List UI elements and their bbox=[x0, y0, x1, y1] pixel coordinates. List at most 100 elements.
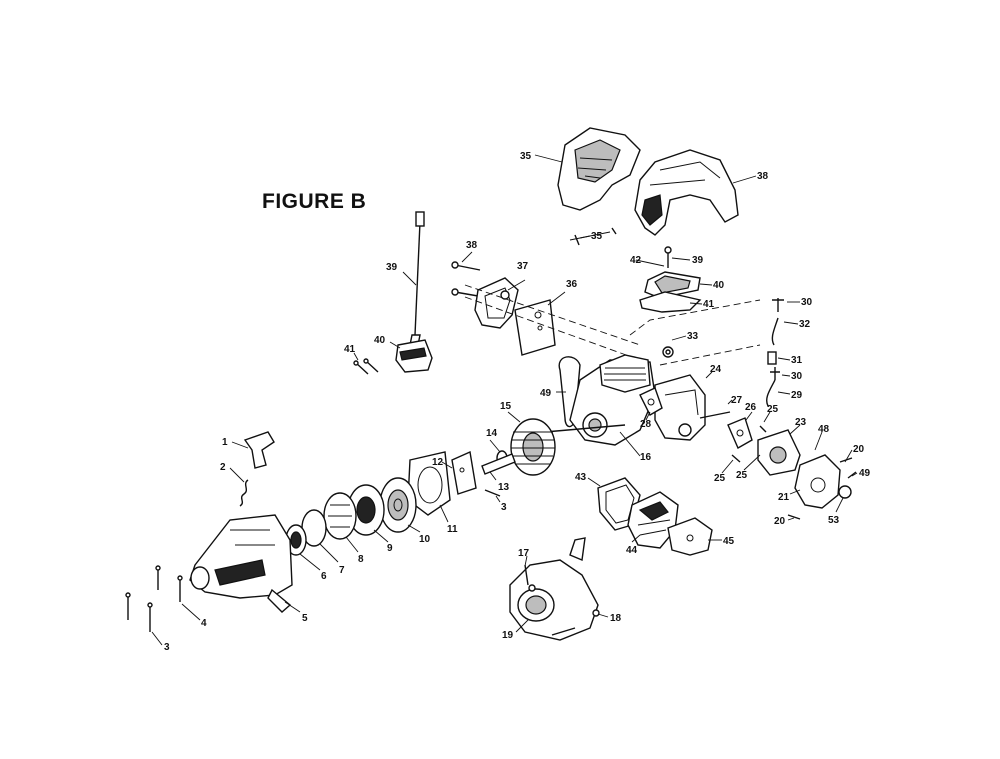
callout-25-a: 25 bbox=[767, 404, 779, 415]
callout-31: 31 bbox=[791, 355, 803, 366]
callout-17: 17 bbox=[518, 548, 530, 559]
part-15-flywheel bbox=[510, 418, 556, 476]
part-8-spring-plate bbox=[323, 492, 357, 540]
part-23-crankcase bbox=[654, 374, 706, 441]
callout-50: 49 bbox=[540, 388, 552, 399]
callout-11: 11 bbox=[447, 524, 458, 535]
alignment-line-4 bbox=[659, 344, 761, 366]
callout-5: 5 bbox=[302, 613, 308, 624]
callout-7: 7 bbox=[339, 565, 345, 576]
callout-47: 43 bbox=[575, 472, 587, 483]
part-1-knob bbox=[243, 431, 275, 469]
callout-53: 53 bbox=[828, 515, 840, 526]
part-10-pulley bbox=[379, 477, 417, 533]
callout-3-a: 3 bbox=[501, 502, 507, 513]
part-9-clutch bbox=[347, 484, 385, 536]
callout-20-b: 20 bbox=[774, 516, 786, 527]
part-48-muffler bbox=[627, 491, 679, 549]
callout-6: 6 bbox=[321, 571, 327, 582]
callout-52: 49 bbox=[859, 468, 871, 479]
callout-42: 38 bbox=[757, 171, 769, 182]
part-33-bolt bbox=[662, 346, 674, 358]
alignment-line-1 bbox=[464, 284, 641, 346]
callout-30-a: 30 bbox=[801, 297, 813, 308]
part-43-screw bbox=[664, 246, 672, 268]
part-45-gasket bbox=[639, 291, 702, 313]
part-35-rear-cover bbox=[557, 127, 641, 211]
part-19-fuel-tank bbox=[509, 537, 599, 641]
part-13-drive-shaft bbox=[481, 453, 516, 475]
callout-33: 33 bbox=[687, 331, 699, 342]
callout-13: 13 bbox=[498, 482, 510, 493]
callout-30-b: 30 bbox=[791, 371, 803, 382]
callout-19: 19 bbox=[502, 630, 514, 641]
callout-46: 42 bbox=[630, 255, 642, 266]
part-21-air-box bbox=[794, 454, 841, 509]
part-18-screw bbox=[551, 609, 600, 636]
part-25-screws bbox=[731, 425, 767, 463]
callout-45: 41 bbox=[703, 299, 715, 310]
callout-28: 28 bbox=[640, 419, 652, 430]
part-17-screw bbox=[524, 564, 536, 592]
callout-34: 35 bbox=[591, 231, 603, 242]
callout-38: 38 bbox=[466, 240, 478, 251]
callout-14: 14 bbox=[486, 428, 498, 439]
callout-41: 41 bbox=[344, 344, 356, 355]
callout-22: 23 bbox=[795, 417, 807, 428]
callout-8: 8 bbox=[358, 554, 364, 565]
part-53-clip bbox=[838, 485, 852, 499]
callout-44: 40 bbox=[713, 280, 725, 291]
callout-24: 25 bbox=[736, 470, 748, 481]
part-36-backplate bbox=[514, 299, 556, 356]
part-26-carburetor-plate bbox=[727, 417, 753, 449]
callout-labels: 35 38 35 42 39 40 41 30 32 31 30 29 33 2… bbox=[151, 151, 871, 653]
callout-32: 32 bbox=[799, 319, 811, 330]
callout-20-a: 20 bbox=[853, 444, 865, 455]
part-5-handle-housing bbox=[189, 514, 293, 613]
part-40-switch bbox=[395, 339, 433, 373]
callout-25-b: 25 bbox=[714, 473, 726, 484]
part-49-heat-shield bbox=[667, 517, 713, 556]
part-engine-block bbox=[569, 354, 656, 446]
callout-18: 18 bbox=[610, 613, 622, 624]
part-37-air-filter-cover bbox=[474, 277, 519, 329]
callout-51: 48 bbox=[818, 424, 830, 435]
part-44-plate bbox=[644, 271, 701, 299]
callout-23: 24 bbox=[710, 364, 722, 375]
callout-21: 21 bbox=[778, 492, 790, 503]
alignment-line-3 bbox=[629, 299, 761, 336]
callout-37: 37 bbox=[517, 261, 529, 272]
callout-48: 44 bbox=[626, 545, 638, 556]
part-30-31-32-fittings bbox=[766, 298, 784, 407]
callout-40: 40 bbox=[374, 335, 386, 346]
callout-3-b: 3 bbox=[164, 642, 170, 653]
callout-29: 29 bbox=[791, 390, 803, 401]
callout-9: 9 bbox=[387, 543, 393, 554]
callout-16: 16 bbox=[640, 452, 652, 463]
callout-27: 27 bbox=[731, 395, 743, 406]
part-22-carburetor bbox=[757, 429, 801, 476]
part-38-screws bbox=[451, 261, 481, 297]
part-39-throttle-cable bbox=[409, 211, 425, 346]
callout-15: 15 bbox=[500, 401, 512, 412]
part-27-shaft bbox=[699, 411, 731, 419]
part-2-spring bbox=[239, 479, 249, 507]
figure-title: FIGURE B bbox=[262, 190, 367, 213]
callout-35: 35 bbox=[520, 151, 532, 162]
part-42-engine-cover bbox=[634, 149, 739, 236]
part-52-screw bbox=[847, 471, 857, 479]
callout-12: 12 bbox=[432, 457, 444, 468]
callout-1: 1 bbox=[222, 437, 228, 448]
callout-43: 39 bbox=[692, 255, 704, 266]
part-16-crankshaft bbox=[544, 424, 626, 433]
alignment-line-2 bbox=[464, 296, 641, 361]
callout-26: 26 bbox=[745, 402, 757, 413]
part-12-bracket bbox=[451, 450, 477, 495]
callout-10: 10 bbox=[419, 534, 431, 545]
part-28-gasket bbox=[639, 387, 663, 416]
callout-39: 39 bbox=[386, 262, 398, 273]
callout-36: 36 bbox=[566, 279, 578, 290]
callout-49: 45 bbox=[723, 536, 735, 547]
callout-2: 2 bbox=[220, 462, 226, 473]
